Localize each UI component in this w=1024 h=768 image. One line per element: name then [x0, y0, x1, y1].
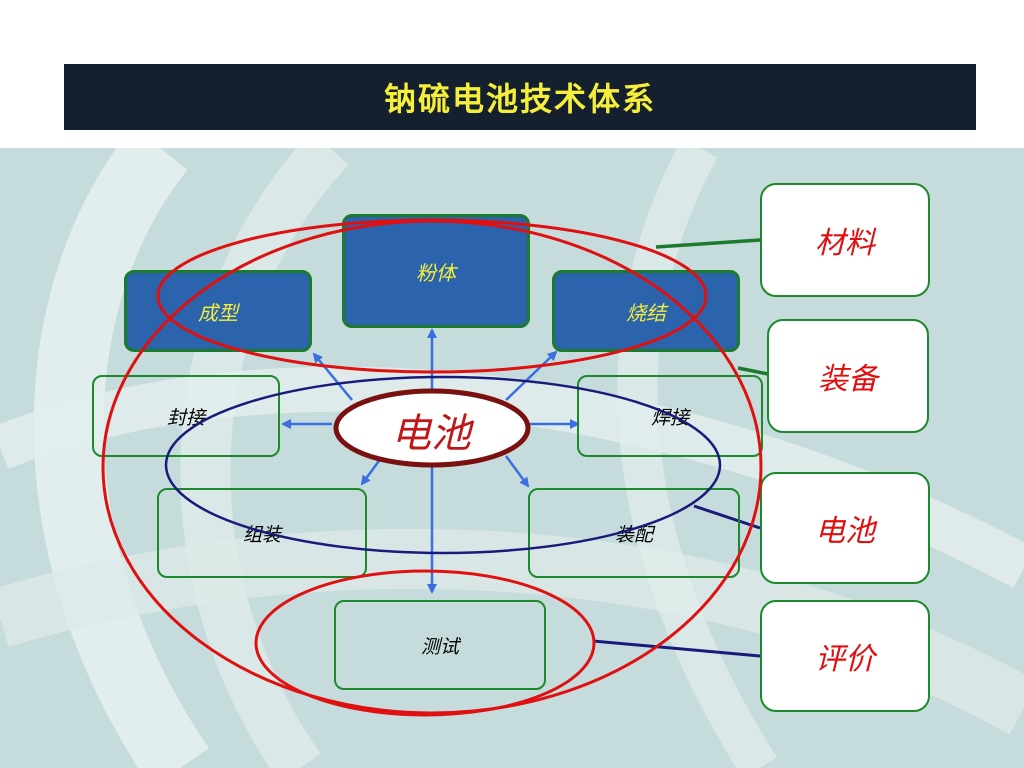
- node-welding-label: 焊接: [650, 406, 689, 429]
- slide-title: 钠硫电池技术体系: [383, 80, 656, 118]
- node-testing: 测试: [334, 600, 546, 690]
- node-fitting-label: 装配: [614, 523, 653, 546]
- node-sealing-label: 封接: [166, 406, 205, 429]
- category-battery-label: 电池: [815, 514, 875, 549]
- node-welding: 焊接: [577, 375, 763, 457]
- node-fitting: 装配: [528, 488, 740, 578]
- node-sealing: 封接: [92, 375, 280, 457]
- title-bar: 钠硫电池技术体系: [64, 64, 976, 130]
- node-assembling: 组装: [157, 488, 367, 578]
- node-sintering-label: 烧结: [626, 300, 666, 325]
- category-evaluation: 评价: [760, 600, 930, 712]
- node-forming: 成型: [124, 270, 312, 352]
- node-powder-label: 粉体: [416, 261, 456, 285]
- category-battery: 电池: [760, 472, 930, 584]
- center-battery-label: 电池: [391, 411, 471, 457]
- category-evaluation-label: 评价: [815, 642, 875, 677]
- node-powder: 粉体: [342, 214, 530, 328]
- node-assembling-label: 组装: [242, 523, 281, 546]
- node-sintering: 烧结: [552, 270, 740, 352]
- category-materials-label: 材料: [815, 226, 875, 261]
- node-forming-label: 成型: [198, 300, 238, 325]
- category-equipment-label: 装备: [818, 362, 878, 397]
- category-materials: 材料: [760, 183, 930, 297]
- category-equipment: 装备: [767, 319, 929, 433]
- node-testing-label: 测试: [420, 635, 459, 658]
